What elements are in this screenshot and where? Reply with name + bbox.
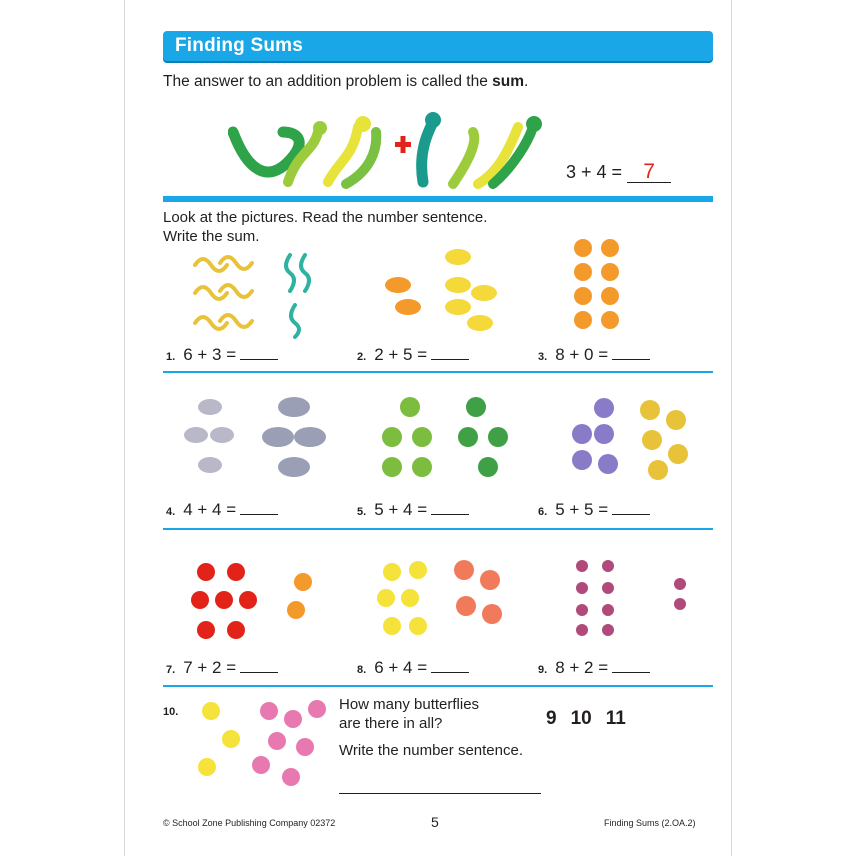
intro-text: The answer to an addition problem is cal… — [163, 73, 528, 91]
problem-number: 6. — [538, 506, 548, 518]
example-expression: 3 + 4 = — [566, 162, 623, 182]
starfish-picture — [574, 239, 619, 329]
answer-blank[interactable] — [240, 358, 279, 360]
snakes-picture — [193, 253, 311, 339]
problem-7: 7. 7 + 2 = — [166, 658, 279, 678]
q10-prompt: Write the number sentence. — [339, 742, 523, 759]
problem-5: 5. 5 + 4 = — [357, 500, 470, 520]
choice-11[interactable]: 11 — [605, 708, 626, 729]
answer-choices: 9 10 11 — [546, 708, 640, 730]
answer-blank[interactable] — [612, 513, 651, 515]
problem-number: 3. — [538, 351, 548, 363]
divider-row-3 — [163, 685, 713, 687]
problem-1: 1. 6 + 3 = — [166, 345, 279, 365]
problem-equation: 5 + 5 = — [555, 500, 609, 519]
intro-before: The answer to an addition problem is cal… — [163, 73, 493, 90]
footer-copyright: © School Zone Publishing Company 02372 — [163, 818, 336, 828]
choice-9[interactable]: 9 — [546, 708, 557, 729]
problem-equation: 8 + 2 = — [555, 658, 609, 677]
page-title: Finding Sums — [175, 35, 304, 56]
bees-picture — [572, 398, 688, 480]
problem-6: 6. 5 + 5 = — [538, 500, 651, 520]
problem-number: 4. — [166, 506, 176, 518]
number-sentence-line[interactable] — [339, 793, 541, 794]
problem-equation: 4 + 4 = — [183, 500, 237, 519]
problem-9: 9. 8 + 2 = — [538, 658, 651, 678]
answer-blank[interactable] — [612, 671, 651, 673]
chicks-picture — [377, 560, 502, 635]
footer-topic: Finding Sums (2.OA.2) — [604, 818, 696, 828]
hippos-picture — [184, 397, 326, 477]
ants-picture — [576, 560, 686, 636]
intro-after: . — [524, 73, 529, 90]
answer-blank[interactable] — [240, 671, 279, 673]
divider-row-2 — [163, 528, 713, 530]
problem-number: 9. — [538, 664, 548, 676]
problem-equation: 7 + 2 = — [183, 658, 237, 677]
instruction-line-2: Write the sum. — [163, 228, 260, 245]
instructions: Look at the pictures. Read the number se… — [163, 208, 487, 246]
snakes-illustration — [228, 112, 542, 189]
problem-number: 2. — [357, 351, 367, 363]
problem-number: 1. — [166, 351, 176, 363]
problem-equation: 5 + 4 = — [374, 500, 428, 519]
choice-10[interactable]: 10 — [570, 708, 592, 729]
problem-4: 4. 4 + 4 = — [166, 500, 279, 520]
problem-8: 8. 6 + 4 = — [357, 658, 470, 678]
problem-3: 3. 8 + 0 = — [538, 345, 651, 365]
problem-equation: 2 + 5 = — [374, 345, 428, 364]
divider-top — [163, 196, 713, 202]
example-equation: 3 + 4 = 7 — [566, 161, 672, 183]
q10-question: How many butterflies are there in all? — [339, 695, 479, 733]
problem-equation: 6 + 3 = — [183, 345, 237, 364]
answer-blank[interactable] — [431, 358, 470, 360]
title-banner: Finding Sums — [163, 31, 713, 61]
frogs-picture — [382, 397, 508, 477]
problem-equation: 8 + 0 = — [555, 345, 609, 364]
answer-blank[interactable] — [612, 358, 651, 360]
problem-number: 8. — [357, 664, 367, 676]
answer-blank[interactable] — [431, 671, 470, 673]
problem-10-number: 10. — [163, 706, 179, 718]
problem-equation: 6 + 4 = — [374, 658, 428, 677]
ladybugs-picture — [191, 563, 312, 639]
problem-number: 5. — [357, 506, 367, 518]
example-answer: 7 — [627, 161, 672, 183]
instruction-line-1: Look at the pictures. Read the number se… — [163, 209, 488, 226]
problem-2: 2. 2 + 5 = — [357, 345, 470, 365]
page-number: 5 — [431, 814, 439, 830]
fish-picture — [385, 249, 497, 331]
answer-blank[interactable] — [431, 513, 470, 515]
divider-row-1 — [163, 371, 713, 373]
q10-question-line-1: How many butterflies — [339, 696, 480, 713]
problem-number: 7. — [166, 664, 176, 676]
intro-bold-word: sum — [492, 73, 525, 90]
answer-blank[interactable] — [240, 513, 279, 515]
butterflies-picture — [198, 700, 326, 786]
q10-question-line-2: are there in all? — [339, 715, 443, 732]
